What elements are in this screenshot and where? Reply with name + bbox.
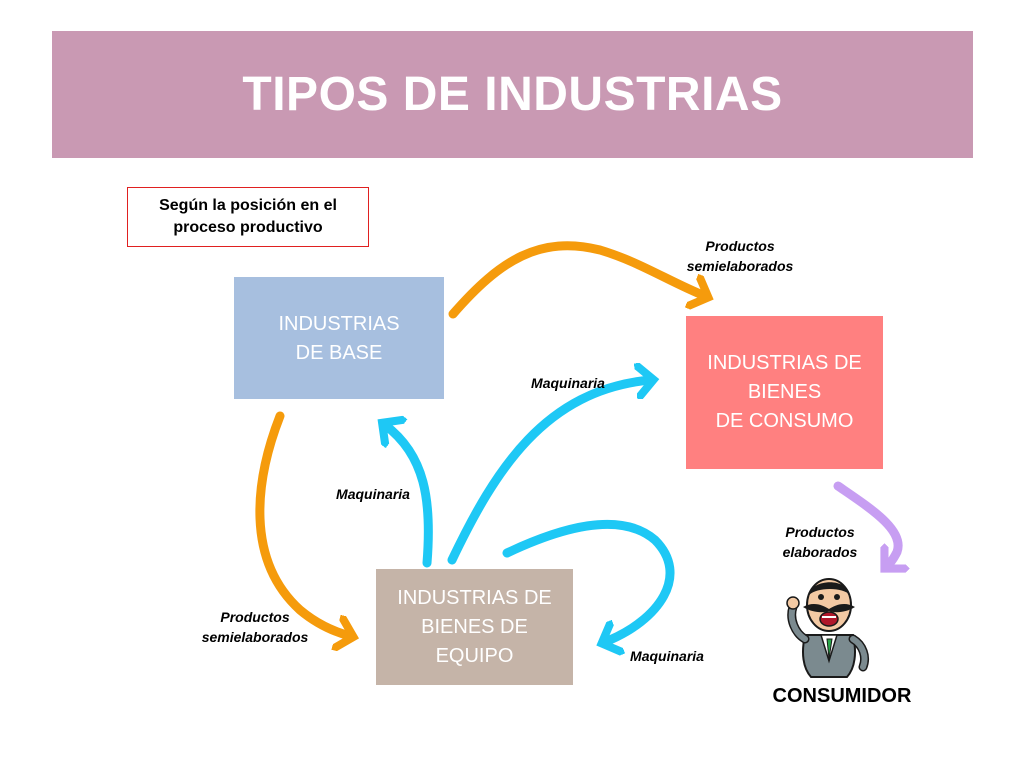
box-industrias-de-base: INDUSTRIAS DE BASE	[234, 277, 444, 399]
arrow-equipo-loop	[502, 519, 675, 642]
arrow-base-to-consumo	[448, 241, 705, 319]
arrow-base-to-equipo	[255, 411, 350, 636]
criteria-note: Según la posición en el proceso producti…	[127, 187, 369, 247]
title-banner: TIPOS DE INDUSTRIAS	[52, 31, 973, 158]
consumer-label: CONSUMIDOR	[772, 685, 912, 707]
arrow-equipo-to-base	[385, 425, 433, 568]
arrow-equipo-to-consumo	[447, 380, 650, 565]
box-industrias-bienes-equipo: INDUSTRIAS DE BIENES DE EQUIPO	[376, 569, 573, 685]
box-base-label: INDUSTRIAS DE BASE	[278, 313, 400, 364]
label-maquinaria-left: Maquinaria	[336, 486, 410, 502]
arrow-consumo-to-consumer	[833, 481, 898, 566]
box-equipo-label: INDUSTRIAS DE BIENES DE EQUIPO	[397, 586, 552, 667]
label-productos-semielaborados-left: Productos semielaborados	[201, 609, 309, 645]
label-maquinaria-bottom: Maquinaria	[630, 648, 704, 664]
box-industrias-bienes-consumo: INDUSTRIAS DE BIENES DE CONSUMO	[686, 316, 883, 469]
label-productos-elaborados: Productos elaborados	[782, 524, 858, 560]
label-maquinaria-top: Maquinaria	[531, 375, 605, 391]
label-productos-semielaborados-top: Productos semielaborados	[686, 238, 794, 274]
consumer-cartoon-icon	[786, 578, 870, 678]
page-title: TIPOS DE INDUSTRIAS	[242, 68, 783, 121]
box-consumo-label: INDUSTRIAS DE BIENES DE CONSUMO	[707, 352, 862, 432]
